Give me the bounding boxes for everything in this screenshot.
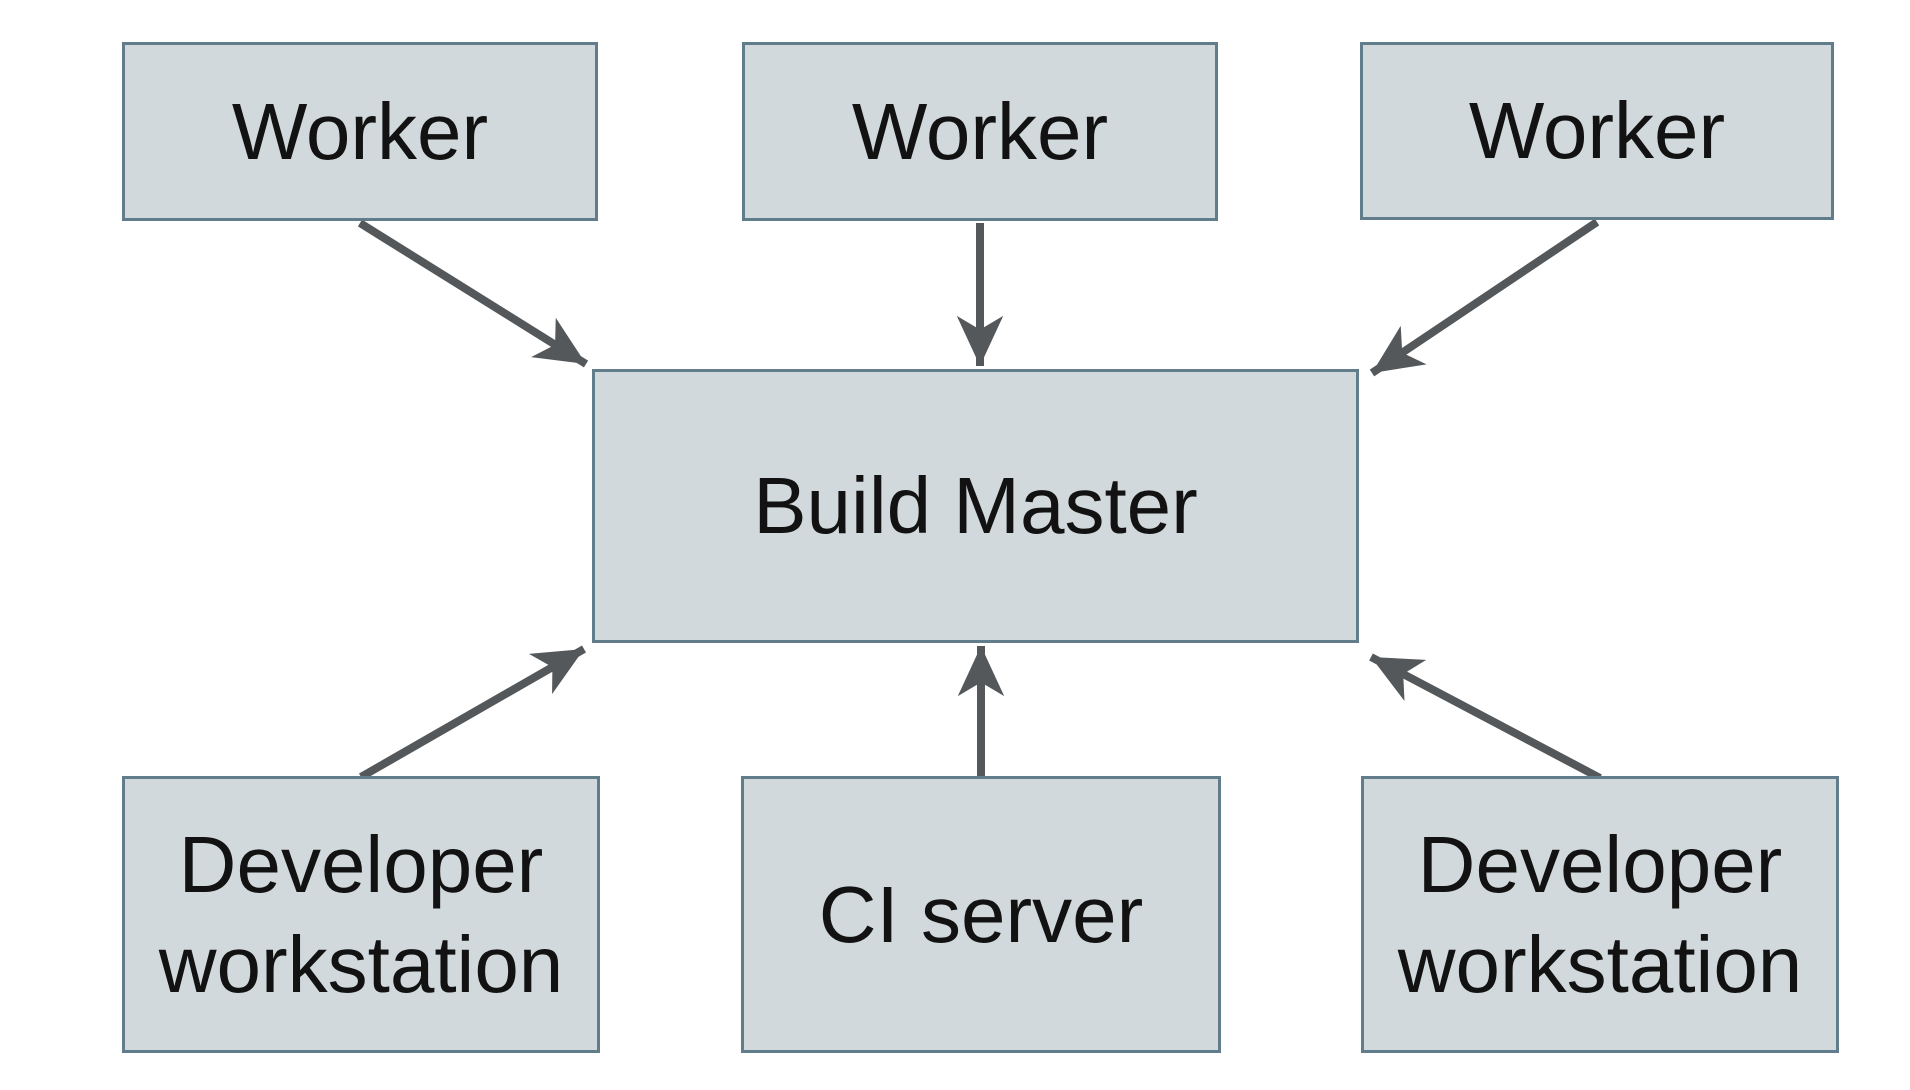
node-worker-2: Worker	[742, 42, 1218, 221]
node-build-master-label: Build Master	[753, 461, 1198, 551]
node-worker-3: Worker	[1360, 42, 1834, 220]
node-worker-2-label: Worker	[851, 86, 1109, 176]
node-worker-1-label: Worker	[231, 86, 489, 176]
node-ci-server-label: CI server	[818, 869, 1144, 959]
arrow-developer-workstation-1-to-build-master	[359, 645, 586, 781]
arrow-worker-3-to-build-master	[1369, 218, 1600, 377]
node-ci-server: CI server	[741, 776, 1221, 1053]
node-worker-1: Worker	[122, 42, 598, 221]
node-developer-workstation-2-label: Developer workstation	[1397, 820, 1803, 1009]
node-developer-workstation-1-label: Developer workstation	[158, 820, 564, 1009]
node-developer-workstation-2: Developer workstation	[1361, 776, 1839, 1053]
arrow-developer-workstation-2-to-build-master	[1369, 653, 1602, 782]
arrow-worker-1-to-build-master	[357, 219, 589, 368]
node-worker-3-label: Worker	[1468, 86, 1726, 176]
node-developer-workstation-1: Developer workstation	[122, 776, 600, 1053]
node-build-master: Build Master	[592, 369, 1359, 643]
